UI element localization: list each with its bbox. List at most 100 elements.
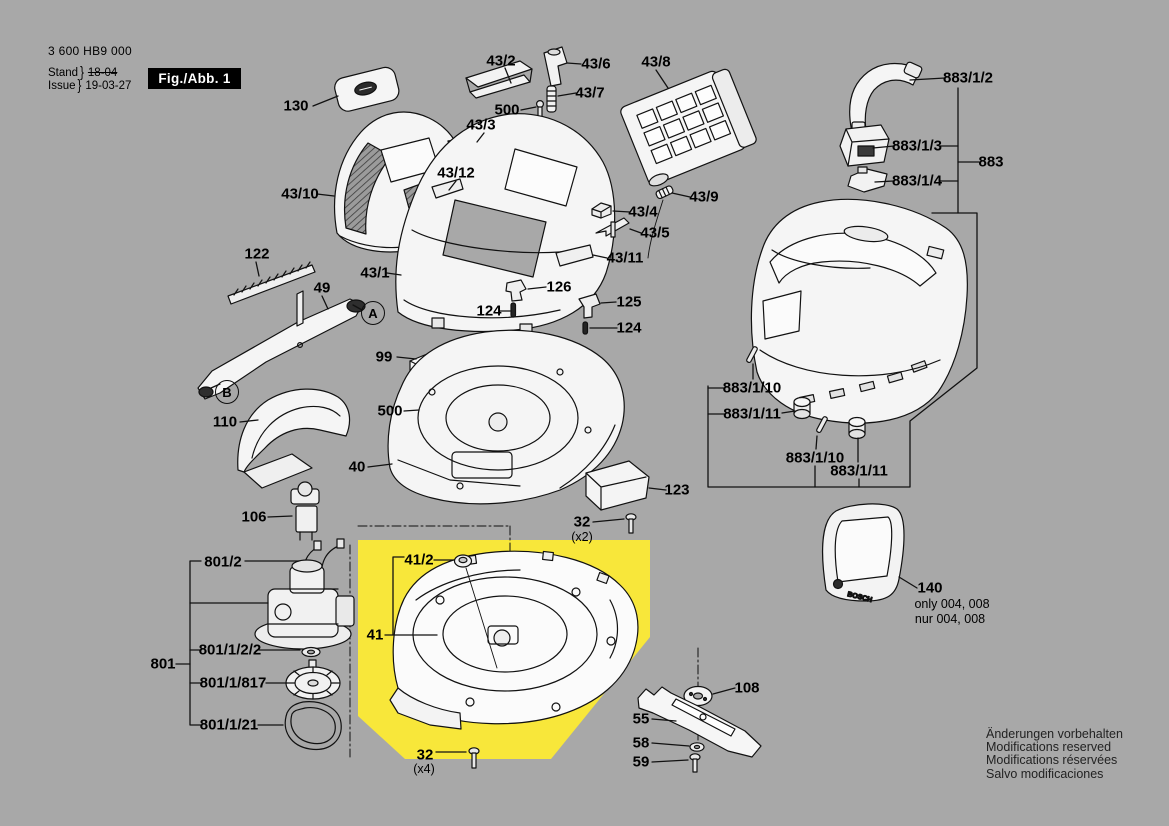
part-label-883-1-10: 883/1/10 (785, 449, 845, 467)
part-label-883-1-11: 883/1/11 (723, 405, 781, 423)
part-drawing-883-1-10b (816, 416, 828, 434)
part-label-106: 106 (241, 508, 267, 526)
part-drawing-32x2 (625, 513, 637, 534)
part-drawing-43-11 (555, 244, 594, 267)
part-drawing-59 (689, 753, 701, 773)
stand-label: Stand (48, 67, 79, 79)
part-label-801-1-21: 801/1/21 (199, 716, 259, 734)
part-drawing-32x4 (468, 747, 480, 769)
part-label-49: 49 (313, 279, 331, 297)
part-label-108: 108 (734, 679, 760, 697)
stand-row: Stand}18-04 (48, 65, 118, 81)
part-label-122: 122 (244, 245, 270, 263)
part-drawing-801-1-21 (284, 701, 342, 750)
part-drawing-43-9 (655, 185, 674, 200)
part-label-43-10: 43/10 (281, 185, 319, 203)
part-label-32: 32 (573, 513, 591, 531)
part-drawing-883-1-4 (847, 166, 888, 193)
part-label-41: 41 (366, 626, 384, 644)
part-label-40: 40 (348, 458, 366, 476)
part-label-130: 130 (283, 97, 309, 115)
part-drawing-55 (637, 686, 762, 758)
part-drawing-43-7 (546, 85, 557, 113)
part-drawing-125 (578, 293, 601, 319)
part-drawing-140: BOSCH (822, 503, 905, 605)
part-label-883-1-3: 883/1/3 (891, 137, 943, 155)
part-label-883-1-10: 883/1/10 (722, 379, 782, 397)
part-label-43-1: 43/1 (360, 264, 390, 282)
part-drawing-43-12 (431, 178, 464, 199)
part-drawing-124a (510, 302, 517, 318)
part-label-883: 883 (978, 153, 1004, 171)
part-drawing-883-1-2 (849, 61, 923, 135)
part-drawing-883-1-11b (848, 416, 866, 440)
part-label-500: 500 (494, 101, 520, 119)
part-drawing-41 (389, 550, 639, 730)
part-drawing-883-1-3 (839, 124, 890, 167)
part-label-110: 110 (212, 413, 238, 431)
part-label-32: 32 (416, 746, 434, 764)
leader-lines (175, 62, 980, 763)
issue-label: Issue (48, 80, 76, 92)
part-drawing-49 (197, 290, 366, 400)
part-drawing-123 (585, 460, 650, 511)
part-label-41-2: 41/2 (404, 551, 434, 569)
part-drawing-801-motor (254, 559, 355, 650)
part-drawing-43-8 (620, 68, 757, 187)
footer-line: Modifications réservées (986, 753, 1118, 768)
part-drawing-108 (683, 685, 713, 707)
part-drawing-40 (387, 329, 625, 505)
part-label-43-8: 43/8 (641, 53, 671, 71)
footer-line: Änderungen vorbehalten (986, 727, 1123, 741)
part-drawing-110 (237, 388, 351, 489)
part-drawing-106 (290, 481, 320, 541)
part-label-125: 125 (616, 293, 642, 311)
part-label-883-1-2: 883/1/2 (942, 69, 994, 87)
part-label-883-1-4: 883/1/4 (891, 172, 943, 190)
part-drawing-883 (750, 198, 968, 424)
part-label-801-1-2-2: 801/1/2/2 (198, 641, 262, 659)
part-label-126: 126 (546, 278, 572, 296)
issue-row: Issue}19-03-27 (48, 78, 132, 94)
part-label-43-11: 43/11 (606, 249, 644, 267)
part-label-55: 55 (632, 710, 650, 728)
document-part-number: 3 600 HB9 000 (48, 44, 132, 58)
part-label-x4: (x4) (413, 761, 435, 776)
part-label-43-12: 43/12 (437, 164, 475, 182)
part-label-43-6: 43/6 (581, 55, 611, 73)
part-drawing-41-2 (453, 554, 473, 568)
part-drawing-883-1-11a (793, 396, 811, 420)
part-label-59: 59 (632, 753, 650, 771)
part-label-43-3: 43/3 (466, 116, 496, 134)
part-drawing-58 (689, 742, 705, 752)
part-drawing-43-6 (543, 46, 568, 87)
part-label-43-7: 43/7 (575, 84, 605, 102)
part-drawing-130 (334, 66, 400, 112)
part-label-801-2: 801/2 (204, 553, 242, 571)
part-label-99: 99 (375, 348, 393, 366)
part-drawing-43-4 (591, 202, 612, 219)
part-label-only-004-008: only 004, 008 (914, 596, 990, 611)
part-label-43-9: 43/9 (689, 188, 719, 206)
part-drawing-801-1-817 (285, 659, 341, 700)
part-label-43-5: 43/5 (640, 224, 670, 242)
part-drawing-43-1 (395, 113, 616, 334)
callout-a: A (361, 301, 385, 325)
part-label-140: 140 (917, 579, 943, 597)
part-drawing-126 (505, 279, 527, 302)
part-label-124: 124 (616, 319, 642, 337)
part-label-58: 58 (632, 734, 650, 752)
part-label-nur-004-008: nur 004, 008 (914, 611, 986, 626)
part-label-883-1-11: 883/1/11 (830, 462, 888, 480)
part-drawing-124b (582, 321, 589, 335)
part-label-801-1-817: 801/1/817 (199, 674, 267, 692)
part-drawing-883-1-10a (746, 346, 758, 364)
part-label-43-2: 43/2 (486, 52, 516, 70)
part-drawing-43-5 (595, 217, 630, 238)
part-label-801: 801 (150, 655, 176, 673)
stand-value: 18-04 (87, 67, 118, 79)
part-drawing-122 (227, 261, 316, 305)
